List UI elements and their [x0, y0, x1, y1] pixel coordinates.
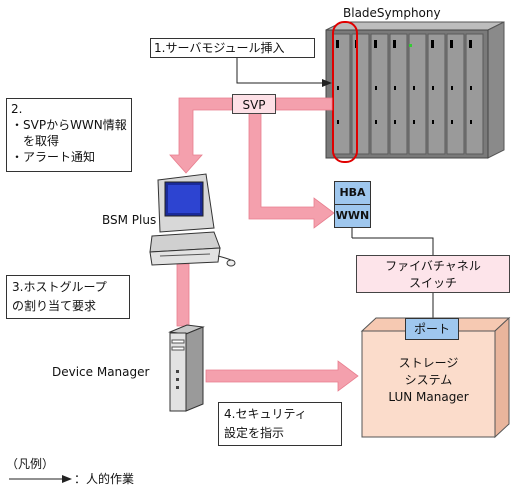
fc-switch-line2: スイッチ [408, 276, 457, 290]
flow-arrows [169, 97, 359, 392]
step4-box: 4.セキュリティ 設定を指示 [218, 402, 342, 446]
port-label: ポート [413, 322, 450, 336]
step1-box: 1.サーバモジュール挿入 [150, 38, 315, 58]
step3-box: 3.ホストグループ の割り当て要求 [6, 275, 130, 319]
step3-line1: 3.ホストグループ [12, 280, 107, 294]
bsm-computer-icon [149, 173, 236, 267]
step2-line2: ・SVPからWWN情報 [11, 118, 127, 132]
hba-label: HBA [339, 186, 366, 199]
step2-line4: ・アラート通知 [11, 150, 96, 164]
connector-lines [9, 55, 434, 480]
wwn-box: WWN [334, 204, 371, 228]
legend-arrowhead [62, 475, 72, 483]
step4-line1: 4.セキュリティ [224, 407, 307, 421]
insert-arrowhead [322, 79, 332, 87]
fc-switch-line1: ファイバチャネル [385, 259, 481, 273]
storage-line3: LUN Manager [388, 390, 469, 404]
step2-box: 2. ・SVPからWWN情報 を取得 ・アラート通知 [6, 98, 132, 172]
svp-label: SVP [242, 98, 266, 112]
legend-title: （凡例） [6, 457, 55, 471]
blade-chassis [325, 21, 505, 159]
svp-box: SVP [232, 94, 276, 114]
storage-line1: ストレージ [398, 356, 459, 370]
step4-line2: 設定を指示 [224, 426, 285, 440]
blade-symphony-label: BladeSymphony [343, 6, 441, 20]
hba-box: HBA [334, 181, 371, 205]
step2-line3: を取得 [11, 134, 60, 148]
storage-line2: システム [404, 373, 453, 387]
inserted-module-highlight [332, 21, 358, 163]
port-box: ポート [405, 318, 459, 340]
step3-line2: の割り当て要求 [12, 299, 97, 313]
legend-item-label: ：人的作業 [74, 472, 135, 486]
wwn-label: WWN [335, 209, 370, 222]
storage-label: ストレージ システム LUN Manager [362, 355, 495, 406]
device-manager-server-icon [168, 324, 205, 412]
device-manager-label: Device Manager [52, 365, 150, 379]
fc-switch-box: ファイバチャネル スイッチ [356, 255, 510, 293]
bsm-plus-label: BSM Plus [102, 213, 157, 227]
step1-text: 1.サーバモジュール挿入 [154, 41, 285, 55]
step2-line1: 2. [11, 102, 23, 116]
